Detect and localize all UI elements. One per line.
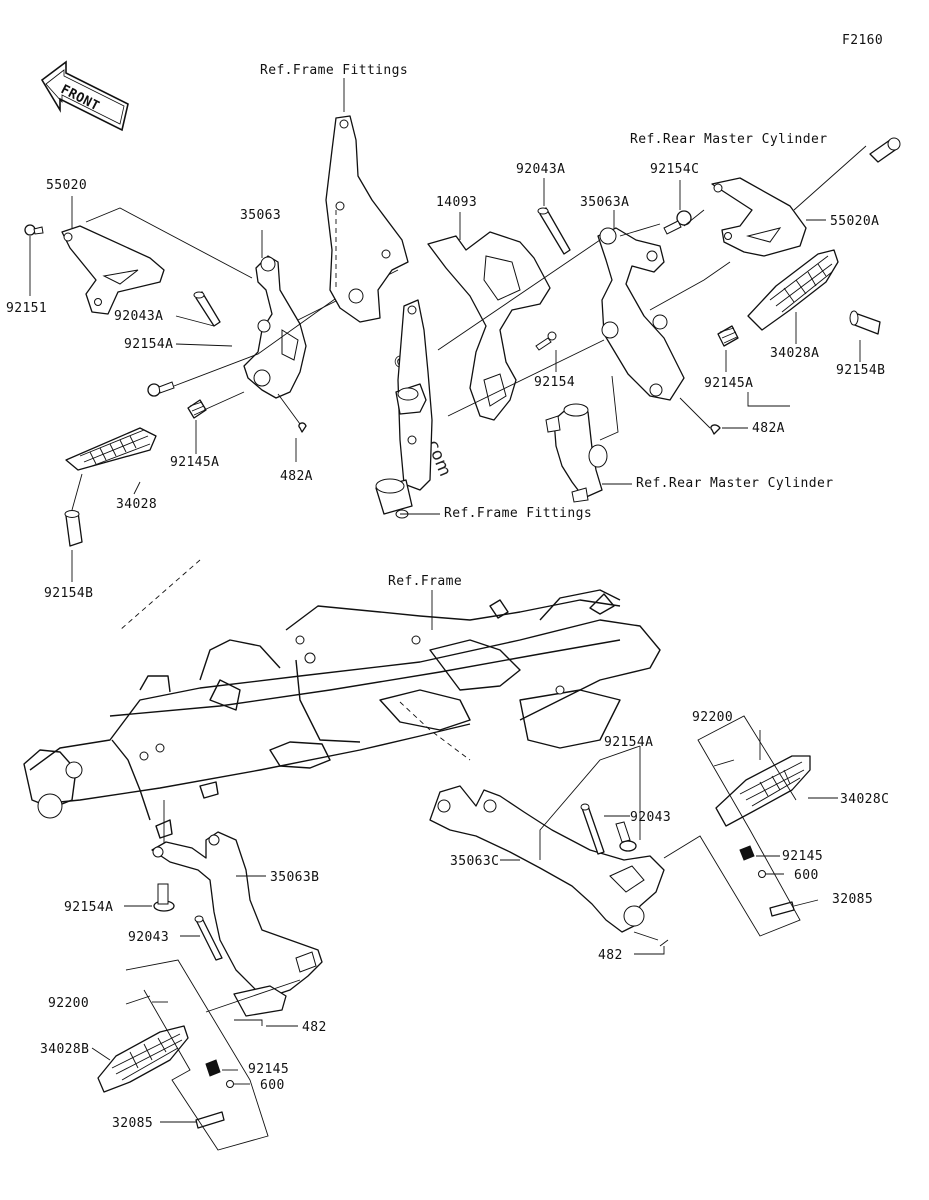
pin-92043A-right — [537, 207, 571, 255]
frame-fitting-plate-top — [325, 115, 409, 323]
callout-482-right: 482 — [598, 948, 623, 963]
footpeg-bracket-35063C — [429, 785, 665, 933]
callout-35063C: 35063C — [450, 854, 499, 869]
callout-92154B-left: 92154B — [44, 586, 93, 601]
spring-92145A-right — [717, 325, 739, 347]
callout-34028B: 34028B — [40, 1042, 89, 1057]
callout-ref-rear-master-top: Ref.Rear Master Cylinder — [630, 132, 827, 147]
clip-482A-left — [298, 422, 307, 433]
footpeg-34028 — [65, 427, 157, 471]
callout-34028A: 34028A — [770, 346, 819, 361]
spring-92145-left — [205, 1059, 221, 1077]
spring-pin-92200-right — [713, 759, 735, 767]
callout-34028C: 34028C — [840, 792, 889, 807]
callout-92154A-bottom: 92154A — [604, 735, 653, 750]
pin-92043A-left — [193, 291, 221, 327]
callout-482A-right: 482A — [752, 421, 785, 436]
callout-ref-frame-fittings-bottom: Ref.Frame Fittings — [444, 506, 592, 521]
footpeg-bracket-35063 — [243, 255, 307, 399]
callout-ref-frame: Ref.Frame — [388, 574, 462, 589]
bolt-92154B-right — [849, 310, 881, 335]
callout-92151: 92151 — [6, 301, 47, 316]
callout-35063A: 35063A — [580, 195, 629, 210]
rear-master-cylinder — [545, 403, 608, 503]
callout-92154A-left: 92154A — [124, 337, 173, 352]
callout-92145-left: 92145 — [248, 1062, 289, 1077]
callout-92145A-right: 92145A — [704, 376, 753, 391]
heel-guard-55020 — [61, 225, 165, 315]
callout-92043-left: 92043 — [128, 930, 169, 945]
callout-92043-right: 92043 — [630, 810, 671, 825]
footpeg-bracket-35063B — [151, 831, 323, 1017]
footpeg-34028A — [747, 249, 839, 331]
footpeg-34028B — [97, 1025, 189, 1093]
callout-600-right: 600 — [794, 868, 819, 883]
callout-14093: 14093 — [436, 195, 477, 210]
callout-55020A: 55020A — [830, 214, 879, 229]
bolt-92154A-bottom — [615, 821, 637, 852]
callout-ref-rear-master-bottom: Ref.Rear Master Cylinder — [636, 476, 833, 491]
callout-92145-right: 92145 — [782, 849, 823, 864]
cover-14093 — [427, 231, 551, 421]
callout-482-left: 482 — [302, 1020, 327, 1035]
spring-92145A-left — [187, 399, 207, 419]
figure-code: F2160 — [842, 33, 883, 48]
ball-600-left — [226, 1080, 234, 1088]
callout-92043A-right: 92043A — [516, 162, 565, 177]
callout-92154A-bottom-left: 92154A — [64, 900, 113, 915]
bolt-92154A-bottom-left — [153, 883, 175, 912]
clip-482-right — [659, 939, 669, 947]
callout-92145A-left: 92145A — [170, 455, 219, 470]
callout-92200-right: 92200 — [692, 710, 733, 725]
bolt-92154C — [663, 210, 692, 235]
callout-ref-frame-fittings-top: Ref.Frame Fittings — [260, 63, 408, 78]
spring-pin-92200-left — [125, 995, 151, 1005]
callout-92154B-right: 92154B — [836, 363, 885, 378]
spring-92145-right — [739, 845, 755, 861]
callout-92154C: 92154C — [650, 162, 699, 177]
callout-32085-left: 32085 — [112, 1116, 153, 1131]
bolt-92154B-left — [64, 510, 83, 547]
ball-600-right — [758, 870, 766, 878]
callout-482A-left: 482A — [280, 469, 313, 484]
bolt-92154 — [535, 331, 557, 351]
footpeg-bracket-35063A — [597, 227, 685, 401]
callout-32085-right: 32085 — [832, 892, 873, 907]
bolt-92154A-left — [147, 381, 175, 397]
heel-guard-55020A — [711, 177, 807, 257]
pin-92043-right — [580, 803, 605, 855]
bolt-ref-rear-master — [869, 137, 901, 163]
clip-482A-right — [710, 424, 721, 435]
callout-92200-left: 92200 — [48, 996, 89, 1011]
callout-34028: 34028 — [116, 497, 157, 512]
front-arrow-icon: FRONT — [40, 60, 129, 132]
pin-32085-left — [195, 1111, 225, 1129]
frame-fitting-plate-center — [375, 299, 433, 519]
bolt-92151 — [24, 224, 44, 236]
footpeg-34028C — [715, 755, 811, 827]
callout-92154: 92154 — [534, 375, 575, 390]
callout-92043A-left: 92043A — [114, 309, 163, 324]
callout-55020: 55020 — [46, 178, 87, 193]
pin-32085-right — [769, 901, 795, 917]
callout-35063: 35063 — [240, 208, 281, 223]
pin-92043-left — [194, 915, 223, 961]
callout-35063B: 35063B — [270, 870, 319, 885]
callout-600-left: 600 — [260, 1078, 285, 1093]
motorcycle-frame — [23, 559, 661, 839]
